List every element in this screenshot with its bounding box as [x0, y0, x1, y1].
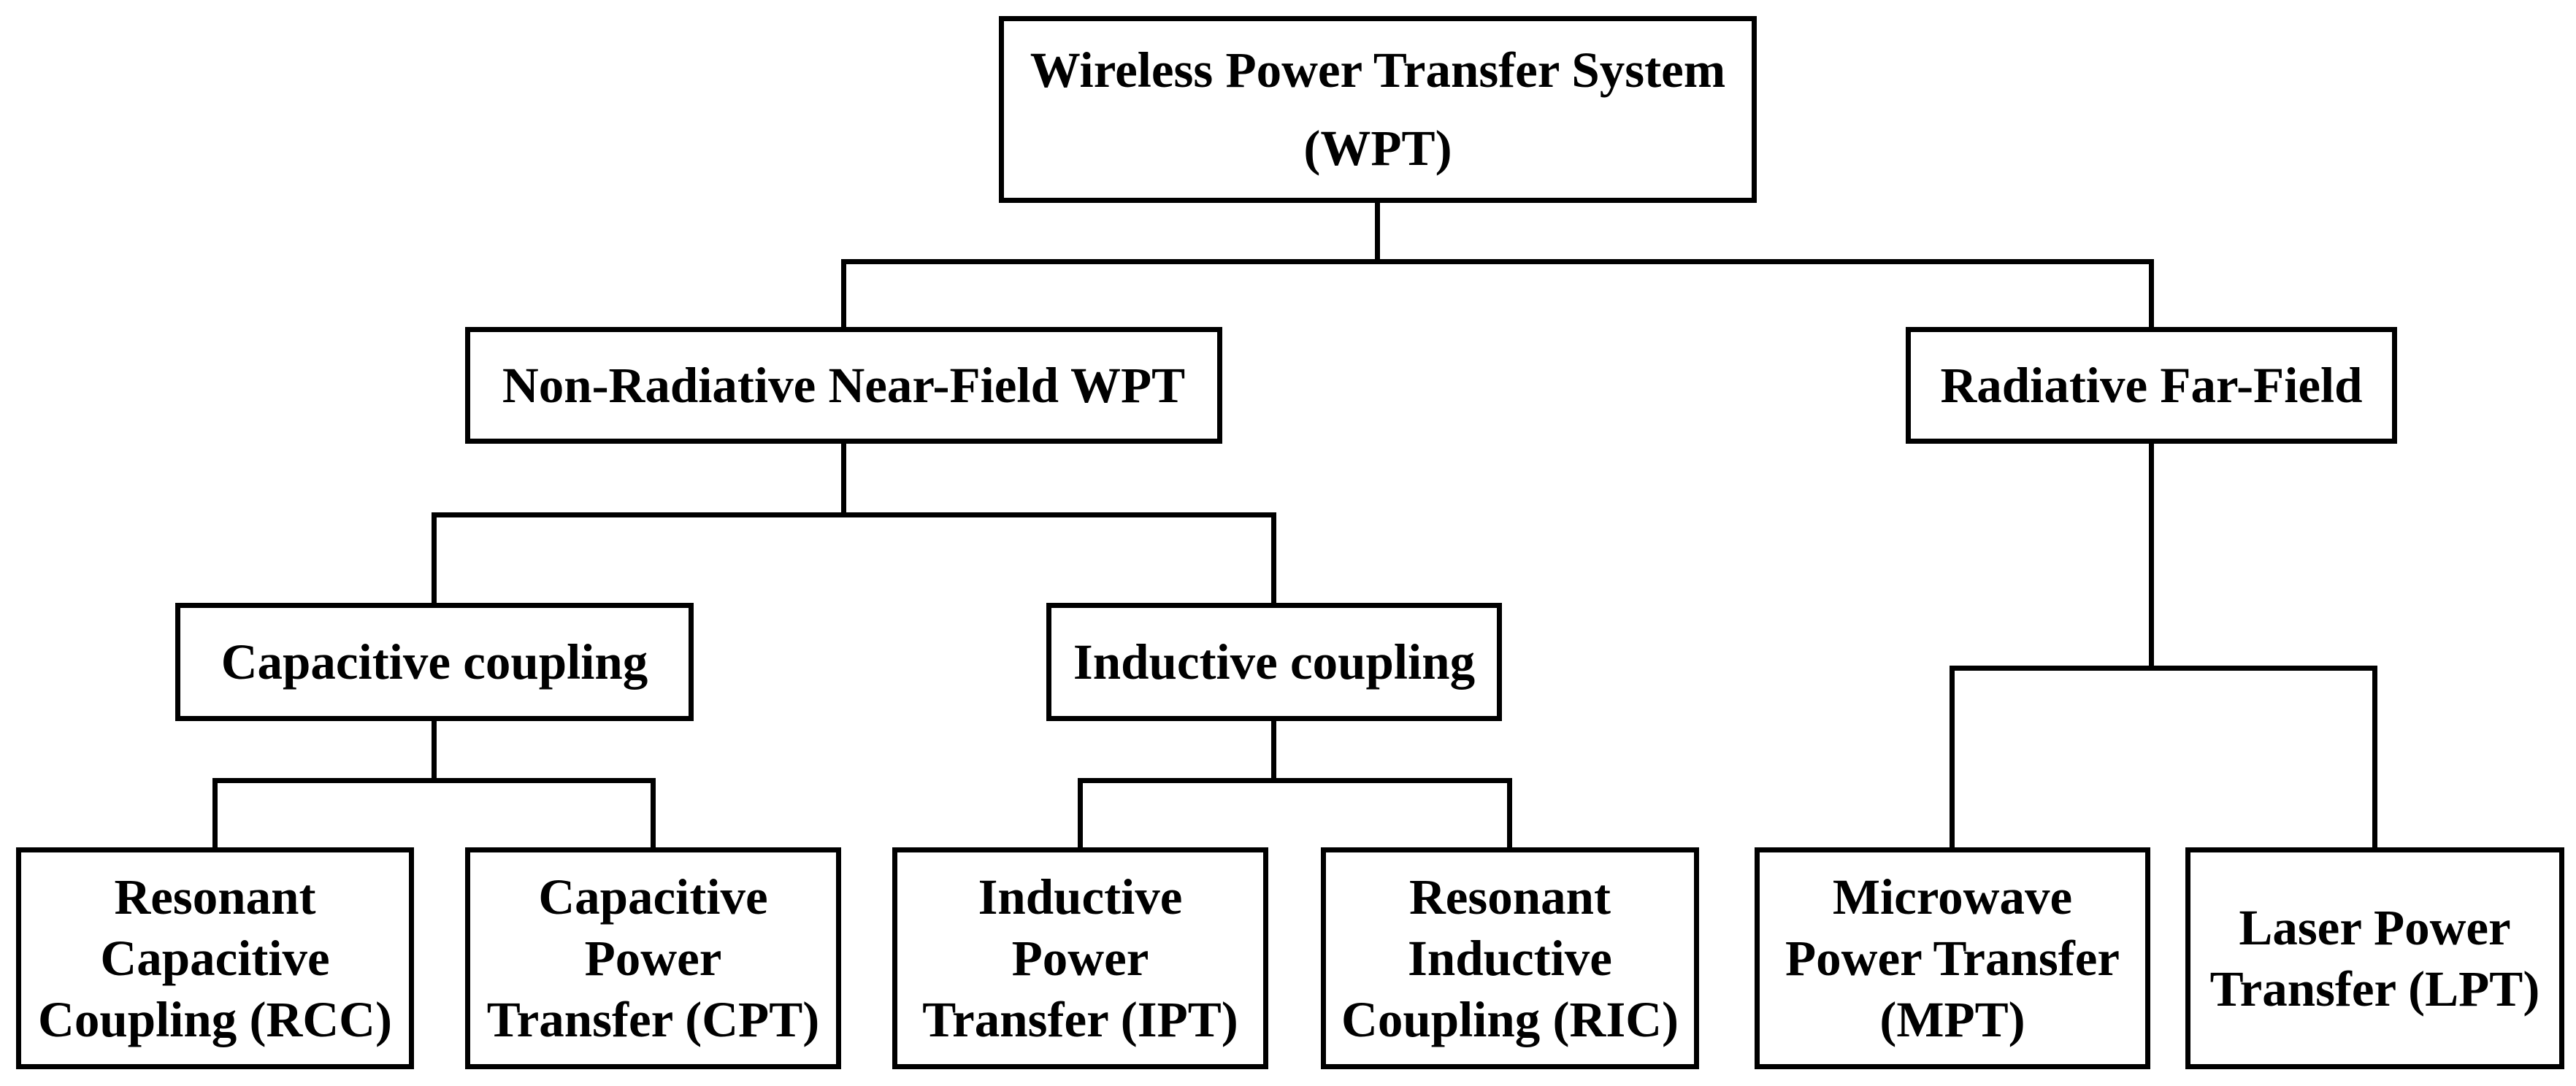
node-rcc-label: Resonant Capacitive Coupling (RCC)	[38, 869, 392, 1048]
connector-cpt-drop	[651, 778, 656, 847]
connector-capacitive-children-bus	[212, 778, 656, 783]
node-cpt-label: Capacitive Power Transfer (CPT)	[486, 869, 820, 1048]
node-non-radiative-near-field-label: Non-Radiative Near-Field WPT	[502, 357, 1186, 413]
node-ric-label: Resonant Inductive Coupling (RIC)	[1341, 869, 1679, 1048]
connector-ric-drop	[1507, 778, 1512, 847]
connector-inductive-stem	[1271, 721, 1276, 783]
node-capacitive-coupling: Capacitive coupling	[175, 603, 694, 721]
connector-nearfield-drop	[841, 259, 846, 327]
node-radiative-far-field-label: Radiative Far-Field	[1940, 357, 2363, 413]
connector-farfield-drop	[2149, 259, 2154, 327]
connector-lpt-drop	[2372, 666, 2377, 847]
connector-ipt-drop	[1078, 778, 1083, 847]
node-non-radiative-near-field: Non-Radiative Near-Field WPT	[465, 327, 1222, 444]
connector-inductive-drop	[1271, 512, 1276, 603]
node-inductive-coupling-label: Inductive coupling	[1073, 634, 1476, 690]
node-inductive-coupling: Inductive coupling	[1046, 603, 1502, 721]
node-cpt: Capacitive Power Transfer (CPT)	[465, 847, 841, 1069]
node-rcc: Resonant Capacitive Coupling (RCC)	[16, 847, 414, 1069]
node-mpt-label: Microwave Power Transfer (MPT)	[1785, 869, 2120, 1048]
connector-wpt-stem	[1375, 203, 1380, 264]
connector-capacitive-stem	[432, 721, 437, 783]
node-wpt: Wireless Power Transfer System (WPT)	[999, 16, 1757, 203]
node-wpt-label: Wireless Power Transfer System (WPT)	[1030, 42, 1726, 176]
connector-farfield-children-bus	[1950, 666, 2377, 671]
connector-rcc-drop	[212, 778, 218, 847]
node-lpt-label: Laser Power Transfer (LPT)	[2209, 899, 2540, 1017]
connector-level1-bus	[841, 259, 2154, 264]
node-ric: Resonant Inductive Coupling (RIC)	[1321, 847, 1699, 1069]
connector-mpt-drop	[1950, 666, 1955, 847]
connector-nearfield-stem	[841, 444, 846, 517]
node-ipt: Inductive Power Transfer (IPT)	[892, 847, 1268, 1069]
node-ipt-label: Inductive Power Transfer (IPT)	[922, 869, 1238, 1048]
node-mpt: Microwave Power Transfer (MPT)	[1755, 847, 2150, 1069]
connector-farfield-stem	[2149, 444, 2154, 671]
connector-coupling-bus	[432, 512, 1276, 517]
node-radiative-far-field: Radiative Far-Field	[1906, 327, 2397, 444]
node-capacitive-coupling-label: Capacitive coupling	[221, 634, 648, 690]
connector-inductive-children-bus	[1078, 778, 1512, 783]
connector-capacitive-drop	[432, 512, 437, 603]
node-lpt: Laser Power Transfer (LPT)	[2185, 847, 2564, 1069]
